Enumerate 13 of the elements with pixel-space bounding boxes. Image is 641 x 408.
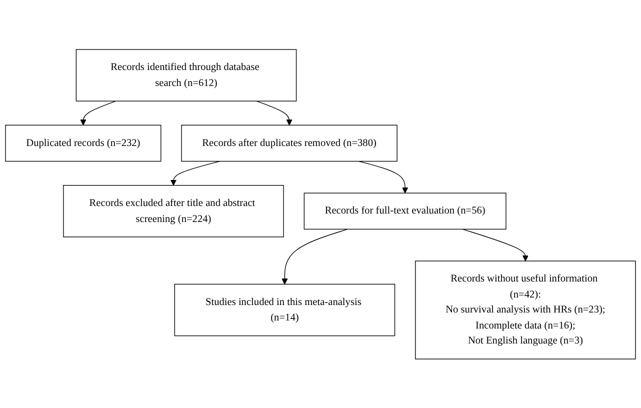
arrow xyxy=(282,228,348,284)
arrow xyxy=(358,160,408,194)
node-box: Records identified through database search (n=612) xyxy=(76,48,297,102)
node-box: Records for full-text evaluation (n=56) xyxy=(304,192,506,230)
node-box: Duplicated records (n=232) xyxy=(5,124,162,162)
arrow xyxy=(256,100,292,126)
node-box: Records excluded after title and abstract screening (n=224) xyxy=(63,184,284,237)
node-box: Studies included in this meta-analysis (n=14) xyxy=(174,284,396,336)
arrow xyxy=(80,100,116,126)
node-box: Records after duplicates removed (n=380) xyxy=(181,124,398,162)
arrow xyxy=(170,160,220,186)
arrow xyxy=(462,228,528,261)
node-box: Records without useful information (n=42): No survival analysis with HRs (n=23); Incomplete data (n=16); Not English language (n=3) xyxy=(415,260,636,360)
